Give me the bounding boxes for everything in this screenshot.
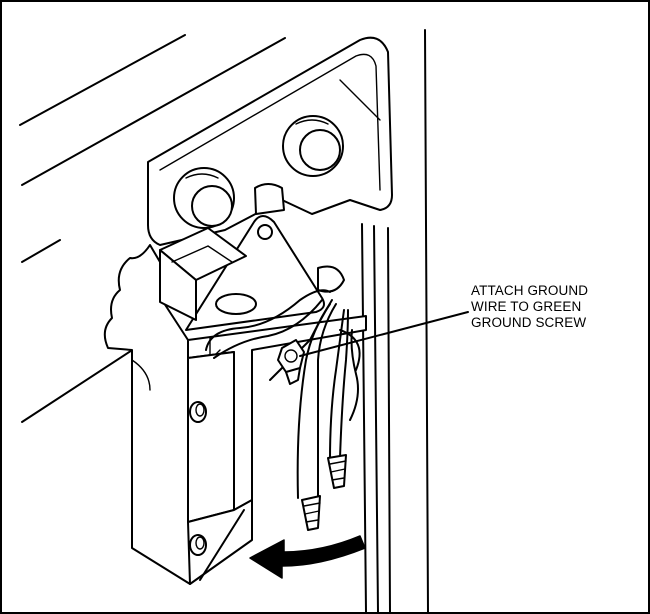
cabinet-top-lines <box>19 34 286 423</box>
wire-nut-right-icon <box>327 454 347 489</box>
wire-harness <box>205 289 361 499</box>
curved-arrow-icon <box>249 535 366 579</box>
knob-right-icon <box>282 115 344 177</box>
wire-nut-left-icon <box>301 495 321 531</box>
callout-line-3: GROUND SCREW <box>471 315 587 330</box>
panel-screw-bottom-icon <box>189 534 207 556</box>
access-panel <box>187 351 235 523</box>
cabinet-cutaway <box>103 244 191 585</box>
callout-line-1: ATTACH GROUND <box>471 283 589 298</box>
knob-middle-icon <box>254 183 285 215</box>
callout-line-2: WIRE TO GREEN <box>471 299 582 314</box>
knob-left-icon <box>173 167 235 229</box>
ground-screw-icon <box>277 339 305 385</box>
callout-leader <box>299 311 469 357</box>
ground-wire-callout: ATTACH GROUND WIRE TO GREEN GROUND SCREW <box>471 283 646 331</box>
panel-screw-top-icon <box>189 401 207 423</box>
